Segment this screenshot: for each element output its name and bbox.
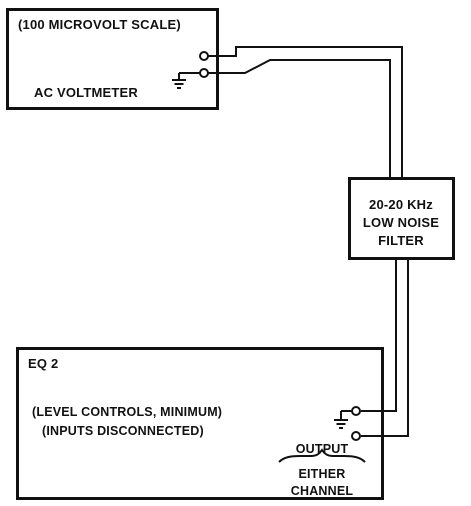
eq-ground-icon	[334, 410, 352, 429]
ac-voltmeter-box	[6, 8, 219, 110]
eq-output-terminal-ground	[351, 431, 361, 441]
voltmeter-name-label: AC VOLTMETER	[34, 85, 138, 100]
filter-label-line3: FILTER	[378, 233, 424, 248]
channel-label-line1: EITHER	[298, 467, 346, 481]
eq2-box	[16, 347, 384, 500]
voltmeter-scale-label: (100 MICROVOLT SCALE)	[18, 17, 181, 32]
voltmeter-ground-icon	[172, 72, 200, 89]
output-brace-icon	[278, 448, 366, 463]
filter-to-eq-cable	[361, 260, 409, 437]
eq-output-terminal-signal	[351, 406, 361, 416]
low-noise-filter-box	[348, 177, 455, 260]
voltmeter-terminal-ground	[199, 68, 209, 78]
eq2-note-inputs: (INPUTS DISCONNECTED)	[42, 424, 204, 438]
voltmeter-terminal-signal	[199, 51, 209, 61]
voltmeter-to-filter-cable	[208, 46, 403, 177]
filter-label-line2: LOW NOISE	[362, 215, 440, 230]
eq2-note-level-controls: (LEVEL CONTROLS, MINIMUM)	[32, 405, 223, 419]
channel-label-line2: CHANNEL	[290, 484, 354, 498]
filter-label-line1: 20-20 KHz	[369, 197, 433, 212]
eq2-name-label: EQ 2	[28, 356, 59, 371]
